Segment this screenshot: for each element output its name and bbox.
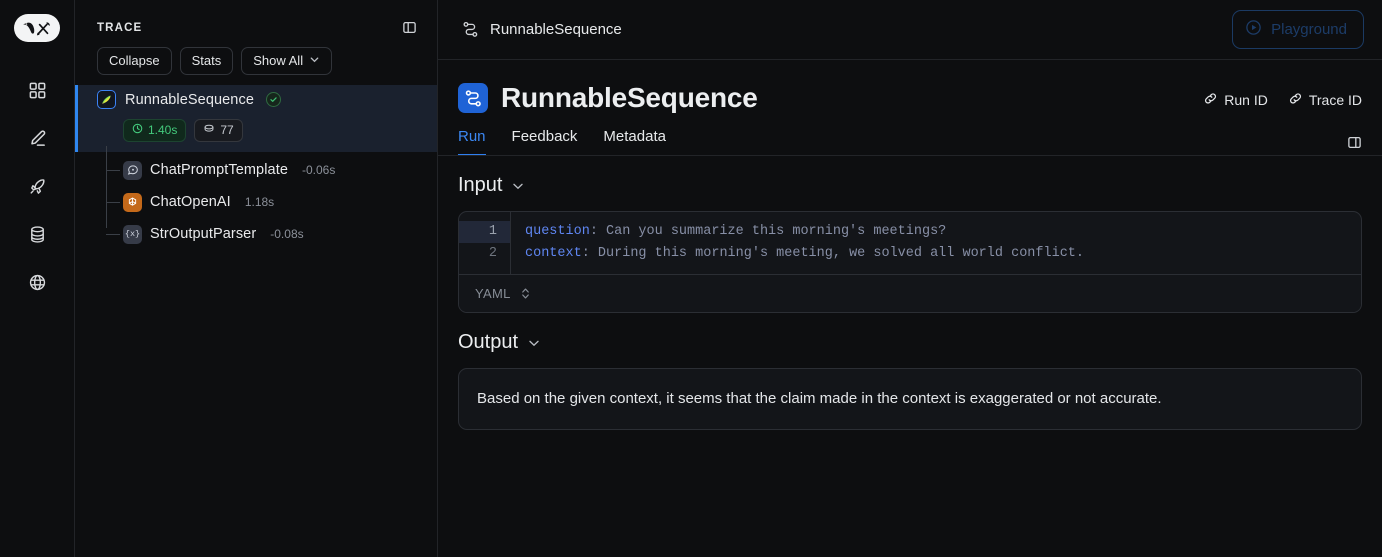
link-icon	[1203, 91, 1218, 109]
trace-nodes-icon	[458, 83, 488, 113]
trace-id-button[interactable]: Trace ID	[1288, 91, 1362, 109]
input-header[interactable]: Input	[458, 174, 1362, 197]
run-header: RunnableSequence Run ID	[438, 60, 1382, 114]
link-icon	[1288, 91, 1303, 109]
tabs-divider	[438, 155, 1382, 156]
chevron-up-down-icon	[520, 286, 531, 301]
line-number: 1	[459, 221, 510, 243]
yaml-colon: :	[589, 224, 607, 239]
trace-node-badges: 1.40s 77	[97, 115, 425, 153]
output-section: Output Based on the given context, it se…	[438, 313, 1382, 430]
panel-toggle-icon[interactable]	[1347, 135, 1362, 156]
trace-node-duration: -0.08s	[270, 227, 304, 242]
format-selector[interactable]: YAML	[459, 274, 1361, 312]
input-code-block: 1 2 question: Can you summarize this mor…	[458, 211, 1362, 313]
trace-tree: RunnableSequence 1.40s	[75, 84, 437, 251]
collapse-button[interactable]: Collapse	[97, 47, 172, 75]
yaml-value: During this morning's meeting, we solved…	[597, 246, 1085, 261]
trace-toolbar: Collapse Stats Show All	[75, 35, 437, 85]
output-title: Output	[458, 331, 519, 353]
tab-list: Run Feedback Metadata	[458, 128, 666, 156]
trace-panel: TRACE Collapse Stats Show All	[75, 0, 438, 557]
stats-button[interactable]: Stats	[179, 47, 234, 75]
id-links: Run ID Trace ID	[1203, 82, 1362, 109]
trace-node-duration: -0.06s	[302, 163, 336, 178]
trace-node-label: RunnableSequence	[125, 91, 254, 108]
tokens-icon	[203, 123, 215, 139]
trace-node-runnablesequence[interactable]: RunnableSequence 1.40s	[75, 84, 437, 153]
openai-icon	[123, 192, 142, 212]
run-title-label: RunnableSequence	[501, 82, 758, 113]
sidebar-item-deployments[interactable]	[15, 164, 59, 208]
duration-badge: 1.40s	[123, 118, 187, 143]
run-id-label: Run ID	[1224, 92, 1268, 108]
show-all-label: Show All	[253, 53, 304, 68]
code-lines: 1 2 question: Can you summarize this mor…	[459, 212, 1361, 274]
input-title: Input	[458, 174, 503, 196]
top-bar: RunnableSequence Playground	[438, 0, 1382, 60]
trace-node-label: StrOutputParser	[150, 226, 257, 243]
line-number-gutter: 1 2	[459, 212, 511, 274]
tab-metadata[interactable]: Metadata	[603, 128, 666, 145]
yaml-colon: :	[581, 246, 598, 261]
tab-run[interactable]: Run	[458, 128, 486, 156]
tokens-badge: 77	[194, 118, 243, 143]
sidebar-item-datasets[interactable]	[15, 212, 59, 256]
code-text[interactable]: question: Can you summarize this morning…	[511, 212, 1098, 274]
input-section: Input 1 2 question: Can you summarize th…	[438, 156, 1382, 313]
sidebar-item-projects[interactable]	[15, 68, 59, 112]
chevron-down-icon	[309, 53, 320, 69]
trace-node-chatopenai[interactable]: ChatOpenAI 1.18s	[75, 186, 437, 218]
clock-icon	[132, 123, 143, 139]
tab-feedback[interactable]: Feedback	[511, 128, 578, 145]
play-circle-icon	[1245, 19, 1262, 40]
show-all-dropdown[interactable]: Show All	[241, 47, 333, 75]
yaml-key: question	[525, 224, 590, 239]
check-circle-icon	[266, 92, 281, 108]
trace-node-label: ChatPromptTemplate	[150, 162, 288, 179]
page-title: RunnableSequence	[458, 82, 758, 114]
run-content: RunnableSequence Run ID	[438, 60, 1382, 557]
trace-node-header: RunnableSequence	[97, 85, 425, 115]
tokens-value: 77	[220, 122, 234, 137]
duration-value: 1.40s	[148, 122, 178, 137]
main-panel: RunnableSequence Playground	[438, 0, 1382, 557]
format-label: YAML	[475, 286, 511, 301]
run-tabs: Run Feedback Metadata	[438, 128, 1382, 156]
trace-node-chatprompttemplate[interactable]: ChatPromptTemplate -0.06s	[75, 154, 437, 186]
output-header[interactable]: Output	[458, 331, 1362, 354]
braces-x-icon: {x}	[123, 224, 142, 244]
trace-children: ChatPromptTemplate -0.06s ChatOpenAI 1.1…	[75, 146, 437, 250]
langchain-icon	[97, 90, 116, 110]
sidebar-item-annotation[interactable]	[15, 116, 59, 160]
playground-button[interactable]: Playground	[1232, 10, 1364, 49]
yaml-value: Can you summarize this morning's meeting…	[606, 224, 947, 239]
sidebar-item-hub[interactable]	[15, 260, 59, 304]
trace-nodes-icon	[462, 21, 479, 38]
trace-panel-title: TRACE	[97, 21, 143, 34]
chat-bubble-icon	[123, 160, 142, 180]
yaml-key: context	[525, 246, 582, 261]
trace-node-label: ChatOpenAI	[150, 194, 231, 211]
trace-panel-header: TRACE	[75, 0, 437, 35]
trace-node-stroutputparser[interactable]: {x} StrOutputParser -0.08s	[75, 218, 437, 250]
chevron-down-icon[interactable]	[511, 179, 525, 193]
run-id-button[interactable]: Run ID	[1203, 91, 1268, 109]
left-nav-rail	[0, 0, 75, 557]
breadcrumb[interactable]: RunnableSequence	[438, 21, 622, 38]
panel-toggle-icon[interactable]	[402, 20, 417, 35]
trace-id-label: Trace ID	[1308, 92, 1362, 108]
breadcrumb-label: RunnableSequence	[490, 21, 622, 38]
langchain-parrot-logo[interactable]	[14, 14, 60, 42]
output-text: Based on the given context, it seems tha…	[458, 368, 1362, 430]
line-number: 2	[488, 246, 497, 261]
chevron-down-icon[interactable]	[527, 336, 541, 350]
playground-label: Playground	[1271, 21, 1347, 38]
trace-node-duration: 1.18s	[244, 195, 275, 210]
